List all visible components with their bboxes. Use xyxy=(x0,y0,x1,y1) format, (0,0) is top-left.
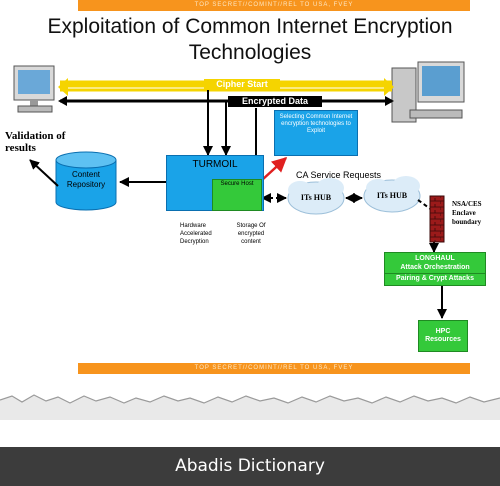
attack-orchestration-label: Attack Orchestration xyxy=(400,264,470,271)
diagram-canvas xyxy=(13,61,465,319)
turmoil-label: TURMOIL xyxy=(192,159,238,170)
longhaul-label: LONGHAUL xyxy=(415,255,455,262)
cloud-icon xyxy=(363,176,421,213)
longhaul-box: LONGHAUL Attack Orchestration Pairing & … xyxy=(384,252,486,286)
desktop-computer-icon xyxy=(13,65,55,113)
pairing-label: Pairing & Crypt Attacks xyxy=(396,275,474,282)
hpc-box: HPC Resources xyxy=(418,320,468,352)
its-hub-label: ITs HUB xyxy=(376,191,408,200)
brick-wall-icon xyxy=(429,195,445,243)
its-hub-label: ITs HUB xyxy=(300,193,332,202)
content-repository-label: Content Repository xyxy=(66,170,106,189)
selection-note-box: Selecting Common Internet encryption tec… xyxy=(274,110,358,156)
site-footer[interactable]: Abadis Dictionary xyxy=(0,447,500,486)
validation-label: Validation of results xyxy=(5,130,66,154)
desktop-computer-icon xyxy=(391,61,465,123)
storage-label: Storage Of encrypted content xyxy=(236,223,266,245)
divider xyxy=(385,273,485,274)
cipher-start-label: Cipher Start xyxy=(204,79,280,90)
selection-note-label: Selecting Common Internet encryption tec… xyxy=(279,114,353,134)
secure-host-box: Secure Host xyxy=(212,179,262,211)
encrypted-data-label: Encrypted Data xyxy=(228,96,322,107)
database-cylinder-icon xyxy=(55,151,117,211)
hpc-label: HPC Resources xyxy=(425,328,461,343)
secure-host-label: Secure Host xyxy=(220,181,254,187)
classification-banner-top: TOP SECRET//COMINT//REL TO USA, FVEY xyxy=(78,0,470,11)
slide-title: Exploitation of Common Internet Encrypti… xyxy=(47,15,453,64)
hw-decryption-label: Hardware Accelerated Decryption xyxy=(180,223,212,245)
arrow-to-selection-note xyxy=(261,156,288,181)
cloud-icon xyxy=(287,178,345,215)
classification-banner-bottom: TOP SECRET//COMINT//REL TO USA, FVEY xyxy=(78,363,470,374)
torn-edge xyxy=(0,394,500,420)
ca-requests-label: CA Service Requests xyxy=(296,170,382,180)
enclave-boundary-label: NSA/CES Enclave boundary xyxy=(452,200,482,226)
slide: TOP SECRET//COMINT//REL TO USA, FVEY Exp… xyxy=(5,0,486,374)
arrow-to-validation xyxy=(29,159,59,187)
